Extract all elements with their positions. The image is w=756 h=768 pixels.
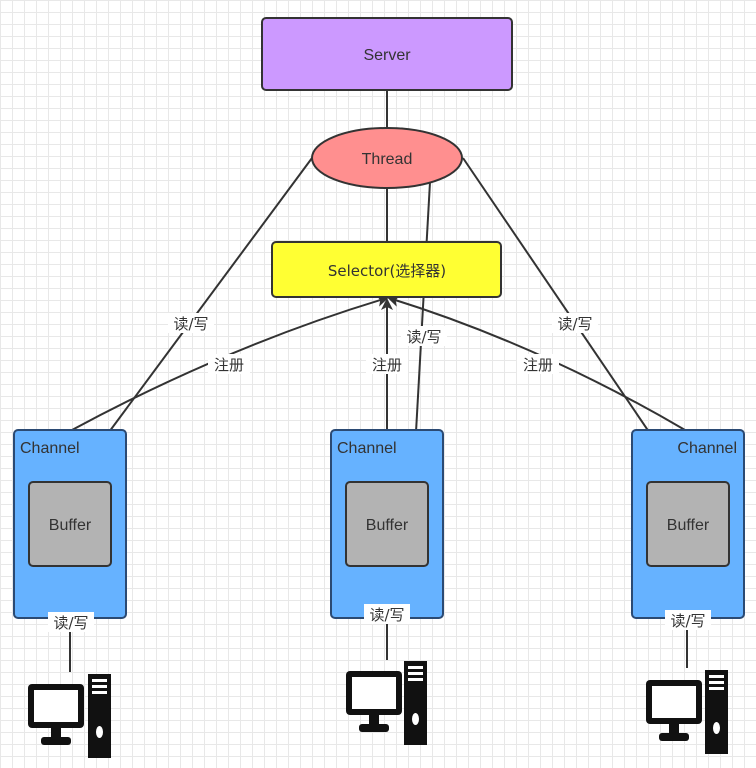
- desktop-computer-icon: [346, 661, 427, 745]
- thread-ellipse: [311, 127, 463, 189]
- channel-label: Channel: [20, 440, 80, 457]
- buffer-label: Buffer: [49, 517, 92, 534]
- rw-label-client-left: 读/写: [53, 614, 88, 632]
- channel-node-left[interactable]: Channel Buffer: [13, 429, 127, 619]
- buffer-label: Buffer: [667, 517, 710, 534]
- selector-node[interactable]: Selector(选择器): [271, 241, 502, 298]
- channel-node-right[interactable]: Channel Buffer: [631, 429, 745, 619]
- rw-label-thread-right: 读/写: [557, 315, 592, 333]
- desktop-computer-icon: [646, 670, 728, 754]
- thread-node[interactable]: Thread: [311, 127, 463, 189]
- buffer-box: [28, 481, 112, 567]
- buffer-label: Buffer: [366, 517, 409, 534]
- rw-label-thread-left: 读/写: [173, 315, 208, 333]
- rw-label-client-right: 读/写: [670, 612, 705, 630]
- register-label-middle: 注册: [372, 356, 402, 374]
- buffer-box: [646, 481, 730, 567]
- rw-label-thread-middle: 读/写: [406, 328, 441, 346]
- buffer-box: [345, 481, 429, 567]
- selector-label: Selector(选择器): [328, 262, 446, 280]
- server-box: [261, 17, 513, 91]
- channel-label: Channel: [337, 440, 397, 457]
- selector-box: [271, 241, 502, 298]
- server-node[interactable]: Server: [261, 17, 513, 91]
- channel-node-middle[interactable]: Channel Buffer: [330, 429, 444, 619]
- register-label-left: 注册: [214, 356, 244, 374]
- server-label: Server: [363, 47, 411, 64]
- rw-label-client-middle: 读/写: [369, 606, 404, 624]
- register-label-right: 注册: [523, 356, 553, 374]
- channel-label: Channel: [677, 440, 737, 457]
- edge-rw-middle: [415, 181, 431, 433]
- edge-labels: 注册 注册 注册 读/写 读/写 读/写 读/写 读/写 读/写: [48, 313, 711, 632]
- desktop-computer-icon: [28, 674, 111, 758]
- thread-label: Thread: [362, 151, 413, 168]
